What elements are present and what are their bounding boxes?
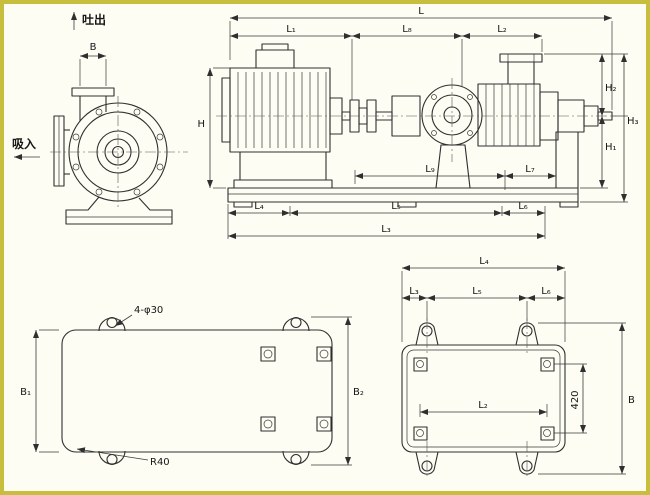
dim-label-h3: H₃ [627,116,639,127]
holes-note: 4-φ30 [134,305,163,316]
dim-label-h: H [197,119,205,130]
suction-flange [53,115,70,187]
stage-ribs [485,84,535,146]
dim-label-l1: L₁ [286,24,296,35]
dim-b-overall: B [538,322,635,475]
dim-label-l3: L₃ [381,224,391,235]
dim-label-l5: L₅ [472,286,482,297]
side-view: L L₁ L₈ L₂ H H₂ H₁ H₃ [197,6,639,239]
discharge-label: 吐出 [82,12,106,27]
pump-mounting-pads [260,346,332,432]
dim-label-l4: L₄ [479,256,489,267]
dim-b2: B₂ [311,316,364,466]
baseplate-plan-view: 4-φ30 R40 B₁ B₂ [20,305,364,468]
dimension-h: H [197,67,230,189]
dim-label-l8: L₈ [402,24,412,35]
dim-label-h2: H₂ [605,83,617,94]
dim-label-l3: L₃ [409,286,419,297]
dim-420: 420 [554,363,587,434]
dim-label-l2: L₂ [497,24,507,35]
dim-b1: B₁ [20,329,59,453]
dim-label-l9: L₉ [425,164,435,175]
motor-fins [237,72,327,148]
radius-leader [76,447,149,461]
dim-label-l7: L₇ [525,164,535,175]
radius-note: R40 [150,457,170,468]
foot-span-dimensions: L₉ L₇ [354,164,557,190]
dim-label-h1: H₁ [605,142,617,153]
pump-pedestal [65,196,173,225]
dim-label-l: L [418,6,424,17]
bottom-dimensions: L₄ L₅ L₆ L₃ [227,201,546,239]
discharge-flange [499,53,543,63]
mounting-lugs [98,316,310,466]
foundation-plan-view: L₄ L₃ L₅ L₆ [401,256,635,477]
anchor-lugs [415,318,539,477]
holes-leader [114,314,133,327]
front-view: 吐出 B [12,12,188,225]
dim-label-b: B [90,42,97,53]
casing-bolt-holes [72,108,164,196]
volute-bolt-holes [431,94,473,136]
dim-l2-inner: L₂ [419,400,548,417]
dim-label-l5: L₅ [391,201,401,212]
dim-label-l6: L₆ [518,201,528,212]
foundation-outline [401,344,566,453]
top-dimensions: L₄ L₃ L₅ L₆ [401,256,566,342]
dim-label-b: B [628,395,635,406]
top-dimensions: L L₁ L₈ L₂ [229,6,613,110]
dim-label-b1: B₁ [20,387,31,398]
foundation-pads [413,357,555,441]
dim-label-420: 420 [570,390,581,409]
foundation-inner-outline [406,349,561,448]
dim-label-l4: L₄ [254,201,264,212]
dim-label-l6: L₆ [541,286,551,297]
dim-label-l2: L₂ [478,400,488,411]
baseplate [227,187,579,208]
right-dimensions: H₂ H₁ H₃ [544,53,639,203]
baseplate-outline [61,329,333,453]
suction-label: 吸入 [12,137,36,151]
dim-label-b2: B₂ [353,387,364,398]
